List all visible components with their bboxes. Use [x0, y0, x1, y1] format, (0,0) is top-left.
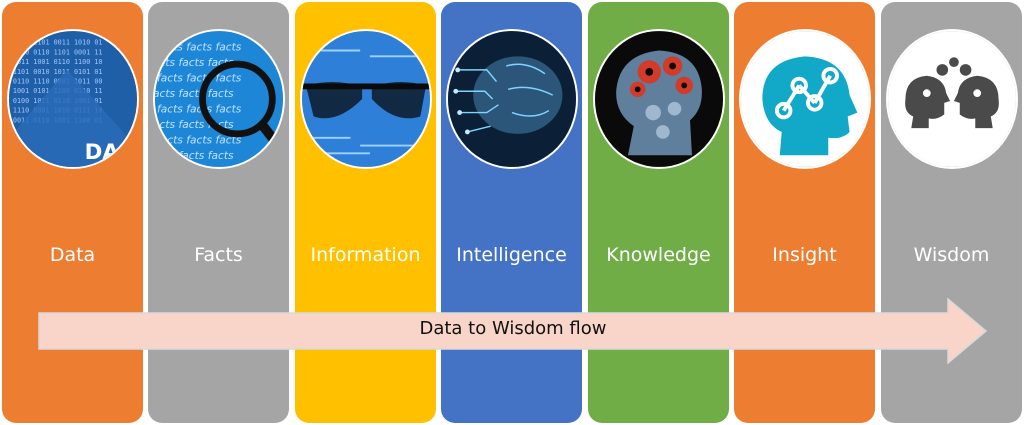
flow-label: Data to Wisdom flow [419, 318, 607, 339]
svg-text:facts facts facts: facts facts facts [155, 149, 234, 162]
stage-intelligence: Intelligence [441, 2, 582, 423]
stage-label-insight: Insight [772, 244, 837, 266]
svg-text:facts facts facts: facts facts facts [157, 41, 242, 54]
stage-label-wisdom: Wisdom [913, 244, 990, 266]
svg-text:0011 1001 0110 1100 10: 0011 1001 0110 1100 10 [13, 58, 103, 66]
circuit-brain-icon [446, 29, 578, 169]
magnifier-facts-icon: facts facts facts facts facts facts fact… [153, 29, 285, 169]
stage-label-data: Data [49, 244, 96, 266]
data-code-icon: 0101 1101 0011 1010 01 1010 0110 1101 00… [7, 29, 139, 169]
stage-label-information: Information [310, 244, 421, 266]
svg-text:facts facts facts: facts facts facts [157, 134, 242, 147]
svg-text:facts facts facts: facts facts facts [157, 103, 242, 116]
svg-text:DA: DA [85, 140, 120, 165]
gears-head-icon [593, 29, 725, 169]
stage-facts: facts facts facts facts facts facts fact… [148, 2, 289, 423]
svg-text:1101 0010 1011 0101 01: 1101 0010 1011 0101 01 [13, 68, 103, 76]
glasses-screen-icon [300, 29, 432, 169]
stage-information: Information [295, 2, 436, 423]
svg-text:0101 1101 0011 1010 01: 0101 1101 0011 1010 01 [13, 39, 103, 47]
stage-knowledge: Knowledge [588, 2, 729, 423]
svg-text:facts facts facts: facts facts facts [155, 56, 234, 69]
stage-data: 0101 1101 0011 1010 01 1010 0110 1101 00… [2, 2, 143, 423]
stage-label-knowledge: Knowledge [606, 244, 711, 266]
stage-label-facts: Facts [194, 244, 243, 266]
flow-arrow: Data to Wisdom flow [38, 298, 988, 364]
svg-text:1010 0110 1101 0001 11: 1010 0110 1101 0001 11 [13, 48, 103, 56]
stage-label-intelligence: Intelligence [456, 244, 567, 266]
svg-text:facts facts facts: facts facts facts [155, 87, 234, 100]
stage-insight: Insight [734, 2, 875, 423]
svg-text:facts facts facts: facts facts facts [157, 72, 242, 85]
two-heads-gears-icon [886, 29, 1018, 169]
network-head-icon [739, 29, 871, 169]
